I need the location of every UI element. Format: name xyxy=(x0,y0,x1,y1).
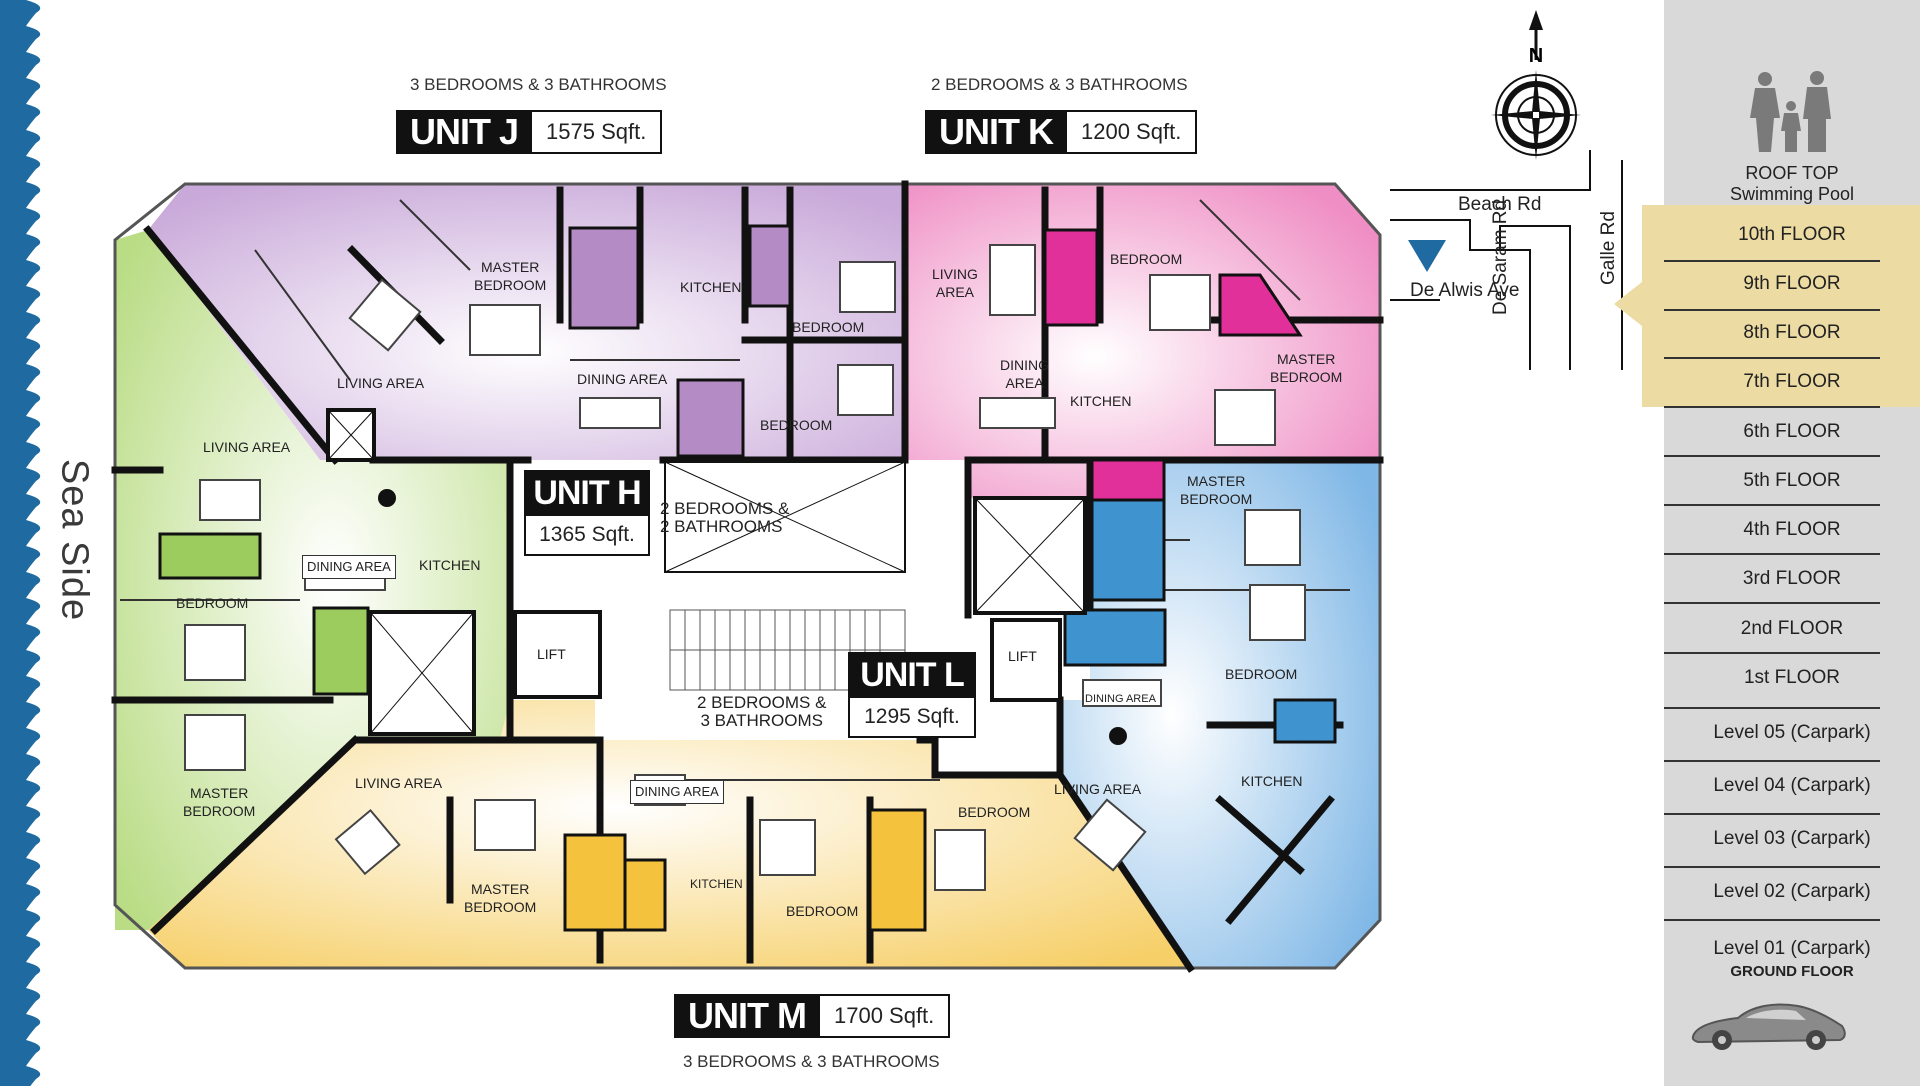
location-map: N xyxy=(1390,10,1623,370)
floor-item[interactable]: 7th FLOOR xyxy=(1664,371,1920,408)
room-label-kitchen: KITCHEN xyxy=(680,279,742,295)
room-label-bedroom: BEDROOM xyxy=(760,417,833,433)
unit-j-name: UNIT J xyxy=(396,110,533,154)
room-label-living-area: LIVING AREA xyxy=(355,775,443,791)
roads xyxy=(1390,150,1623,370)
building-outline xyxy=(113,182,1382,970)
unit-m-area xyxy=(148,700,1190,968)
lift-label: LIFT xyxy=(1008,648,1037,664)
road-label-de-alwis-ave: De Alwis Ave xyxy=(1410,280,1520,301)
room-label-kitchen: KITCHEN xyxy=(690,877,743,891)
unit-k-tag[interactable]: UNIT K 1200 Sqft. xyxy=(925,110,1198,154)
ground-floor-label: GROUND FLOOR xyxy=(1730,963,1854,980)
highlight-arrow xyxy=(1614,282,1642,326)
room-label-bedroom: BEDROOM xyxy=(1110,251,1183,267)
walls xyxy=(111,180,1384,973)
car-icon xyxy=(1691,1003,1846,1050)
unit-h-name: UNIT H xyxy=(524,470,650,516)
floor-item[interactable]: 5th FLOOR xyxy=(1664,470,1920,506)
unit-m-description: 3 BEDROOMS & 3 BATHROOMS xyxy=(683,1052,940,1071)
floor-item[interactable]: 3rd FLOOR xyxy=(1664,568,1920,604)
unit-h-description: 2 BEDROOMS & 2 BATHROOMS xyxy=(660,499,790,536)
room-label-bedroom: BEDROOM xyxy=(176,595,249,611)
unit-m-tag[interactable]: UNIT M 1700 Sqft. xyxy=(674,994,951,1038)
unit-l-description: 2 BEDROOMS & 3 BATHROOMS xyxy=(697,693,827,730)
location-triangle-icon xyxy=(1408,240,1446,272)
floor-item[interactable]: 10th FLOOR xyxy=(1664,224,1920,262)
column-dot xyxy=(378,489,396,507)
unit-k-area xyxy=(905,184,1380,498)
compass-north-label: N xyxy=(1529,45,1543,67)
bathrooms xyxy=(158,224,1337,932)
floor-item[interactable]: 2nd FLOOR xyxy=(1664,618,1920,654)
rooftop-label: ROOF TOP xyxy=(1745,163,1839,183)
unit-m-size: 1700 Sqft. xyxy=(819,994,951,1038)
rooftop-sublabel: Swimming Pool xyxy=(1729,184,1855,204)
road-label-beach-rd: Beach Rd xyxy=(1458,194,1542,215)
floor-item[interactable]: 4th FLOOR xyxy=(1664,519,1920,555)
room-label-living-area: LIVING AREA xyxy=(337,375,425,391)
floor-item[interactable]: 1st FLOOR xyxy=(1664,667,1920,709)
room-label-dining-area: DINING AREA xyxy=(302,555,396,579)
room-label-dining-area: DINING AREA xyxy=(577,371,668,387)
unit-h-size: 1365 Sqft. xyxy=(524,516,650,556)
unit-j-description: 3 BEDROOMS & 3 BATHROOMS xyxy=(410,75,667,94)
room-label-kitchen: KITCHEN xyxy=(419,557,481,573)
floor-plan xyxy=(111,180,1384,973)
room-label-bedroom: BEDROOM xyxy=(792,319,865,335)
partitions xyxy=(120,199,1350,781)
unit-k-size: 1200 Sqft. xyxy=(1067,110,1198,154)
road-label-galle-rd: Galle Rd xyxy=(1598,211,1619,285)
room-label-living-area: LIVING AREA xyxy=(203,439,291,455)
floor-item[interactable]: Level 02 (Carpark) xyxy=(1664,881,1920,921)
room-label-kitchen: KITCHEN xyxy=(1241,773,1303,789)
room-label-bedroom: BEDROOM xyxy=(958,804,1031,820)
floor-item[interactable]: Level 04 (Carpark) xyxy=(1664,775,1920,815)
room-label-living-area: LIVING AREA xyxy=(1054,781,1142,797)
column-dot xyxy=(1109,727,1127,745)
room-label-kitchen: KITCHEN xyxy=(1070,393,1132,409)
floor-item[interactable]: Level 03 (Carpark) xyxy=(1664,828,1920,868)
floor-item[interactable]: 6th FLOOR xyxy=(1664,421,1920,457)
room-label-bedroom: BEDROOM xyxy=(1225,666,1298,682)
floor-item[interactable]: 8th FLOOR xyxy=(1664,322,1920,359)
core xyxy=(326,408,1087,736)
unit-k-description: 2 BEDROOMS & 3 BATHROOMS xyxy=(931,75,1188,94)
unit-j-tag[interactable]: UNIT J 1575 Sqft. xyxy=(396,110,663,154)
floor-item[interactable]: Level 05 (Carpark) xyxy=(1664,722,1920,762)
room-label-bedroom: BEDROOM xyxy=(786,903,859,919)
highlighted-floors-band xyxy=(1642,205,1920,407)
floor-item[interactable]: 9th FLOOR xyxy=(1664,273,1920,311)
sea-strip xyxy=(0,0,41,1086)
road-label-de-saram-rd: De Saram Rd xyxy=(1490,199,1511,315)
room-label-dining-area: DINING AREA xyxy=(1085,693,1156,705)
unit-l-tag[interactable]: UNIT L 1295 Sqft. xyxy=(848,652,976,738)
unit-h-tag[interactable]: UNIT H 1365 Sqft. xyxy=(524,470,650,556)
family-icon xyxy=(1750,71,1831,152)
unit-j-size: 1575 Sqft. xyxy=(532,110,663,154)
compass-icon xyxy=(1491,10,1581,160)
unit-k-name: UNIT K xyxy=(925,110,1067,154)
unit-l-size: 1295 Sqft. xyxy=(848,698,976,738)
unit-l-name: UNIT L xyxy=(848,652,976,698)
room-label-dining-area: DINING AREA xyxy=(630,780,724,804)
unit-m-name: UNIT M xyxy=(674,994,820,1038)
floor-item[interactable]: Level 01 (Carpark)GROUND FLOOR xyxy=(1664,938,1920,980)
lift-label: LIFT xyxy=(537,646,566,662)
